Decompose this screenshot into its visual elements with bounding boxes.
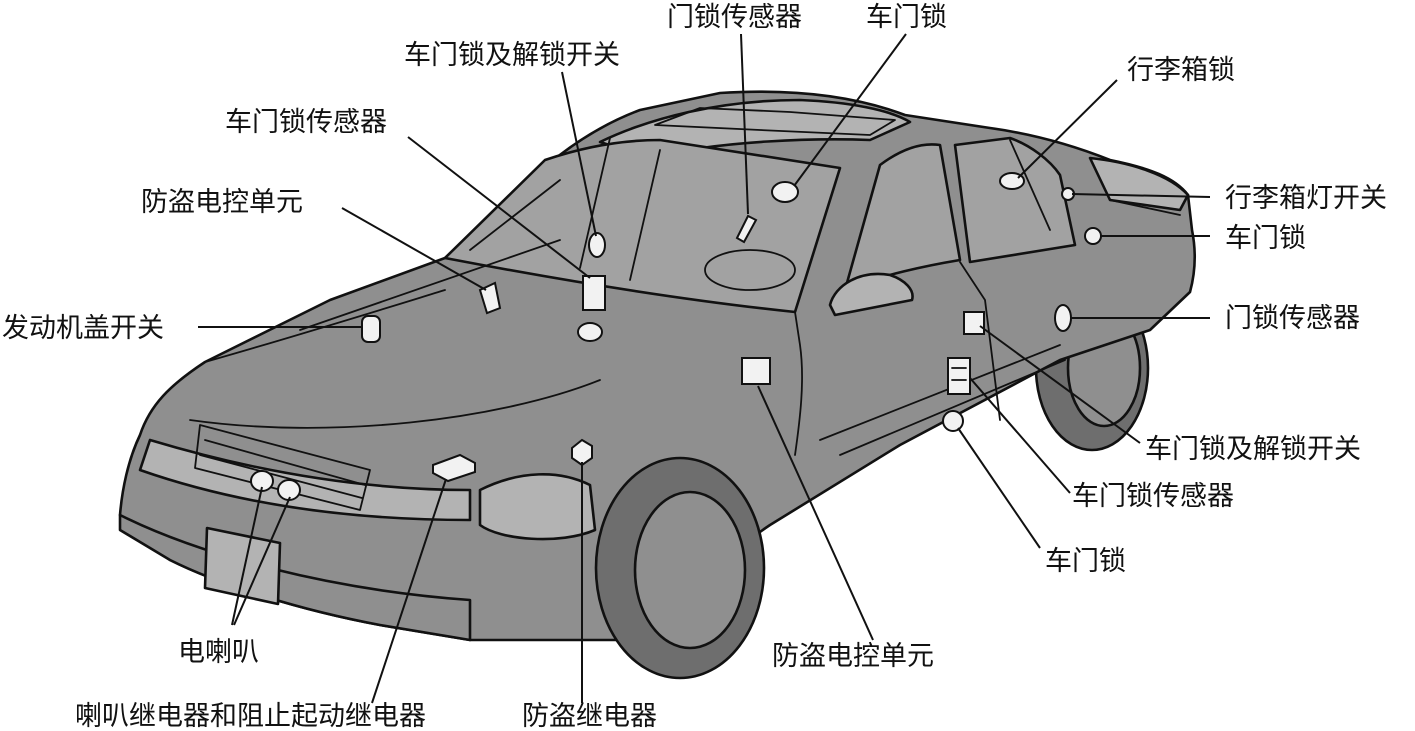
label-trunk-light-switch: 行李箱灯开关 [1225, 183, 1387, 214]
label-door-lock-sensor-right: 门锁传感器 [1225, 303, 1360, 334]
label-electric-horn: 电喇叭 [178, 637, 259, 668]
component-door-lock-lower [942, 410, 964, 432]
callout-labels: 门锁传感器 车门锁 车门锁及解锁开关 行李箱锁 车门锁传感器 防盗电控单元 行李… [2, 2, 1387, 731]
rear-side-window [953, 136, 1077, 264]
component-door-lock-sensor-left [582, 275, 606, 311]
label-door-lock-sensor-left: 车门锁传感器 [225, 107, 387, 138]
grille [194, 424, 371, 511]
label-trunk-lock: 行李箱锁 [1127, 55, 1235, 86]
component-hood-switch [361, 315, 381, 343]
license-plate [203, 526, 282, 606]
label-antitheft-ecu-bottom: 防盗电控单元 [772, 641, 934, 672]
side-mirror [828, 272, 914, 317]
component-hood-lock-knob [577, 322, 603, 342]
component-horn-relay [432, 453, 476, 483]
label-door-lock-unlock-switch-top: 车门锁及解锁开关 [404, 40, 620, 71]
component-door-lock-top [771, 181, 799, 203]
trunk-lid [1088, 156, 1190, 212]
label-door-lock-unlock-switch-right: 车门锁及解锁开关 [1145, 434, 1361, 465]
label-door-lock-sensor-lower: 车门锁传感器 [1072, 481, 1234, 512]
component-door-lock-sensor-top [735, 214, 758, 244]
component-door-lock-sensor-right [1054, 304, 1072, 332]
label-antitheft-relay: 防盗继电器 [522, 701, 657, 731]
component-door-lock-right [1084, 227, 1102, 245]
component-door-lock-sensor-lower [947, 357, 971, 395]
label-door-lock-sensor-top: 门锁传感器 [667, 2, 802, 33]
sunroof [654, 107, 896, 136]
label-antitheft-ecu-left: 防盗电控单元 [141, 187, 303, 218]
label-horn-and-start-inhibit-relay: 喇叭继电器和阻止起动继电器 [75, 701, 426, 731]
component-door-lock-unlock-switch-right [963, 311, 985, 335]
label-door-lock-top: 车门锁 [866, 2, 947, 33]
steering-wheel [704, 249, 796, 291]
front-wheel [594, 456, 766, 680]
headlight [478, 473, 597, 541]
car-illustration [118, 90, 1197, 680]
label-door-lock-right: 车门锁 [1225, 223, 1306, 254]
front-fascia [138, 438, 472, 522]
label-hood-switch: 发动机盖开关 [2, 313, 164, 344]
component-door-lock-unlock-switch-top [588, 232, 606, 258]
leader-lines [198, 33, 1211, 704]
component-antitheft-relay [571, 438, 593, 467]
component-antitheft-ecu-fender [741, 357, 771, 385]
label-door-lock-lower: 车门锁 [1045, 546, 1126, 577]
